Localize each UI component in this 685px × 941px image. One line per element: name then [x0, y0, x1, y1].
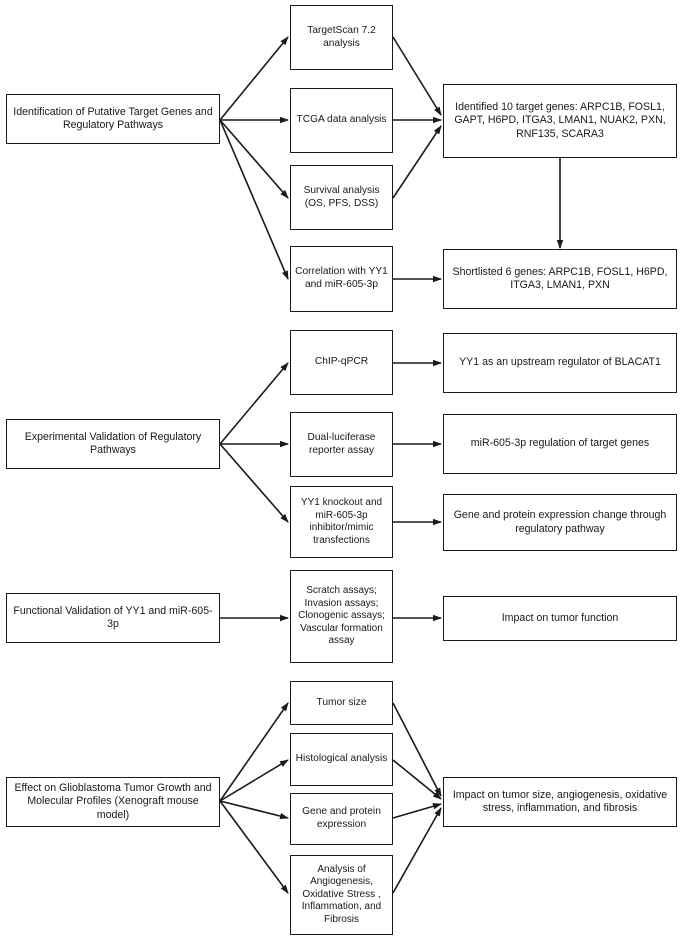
node-impact-tumor-profiles[interactable]: Impact on tumor size, angiogenesis, oxid…	[443, 777, 677, 827]
node-impact-tumor-function[interactable]: Impact on tumor function	[443, 596, 677, 641]
node-mir-regulation-label: miR-605-3p regulation of target genes	[470, 437, 650, 450]
node-impact-tumor-profiles-label: Impact on tumor size, angiogenesis, oxid…	[452, 788, 668, 814]
node-stage4-glioblastoma-effect[interactable]: Effect on Glioblastoma Tumor Growth and …	[6, 777, 220, 827]
node-stage2-experimental-validation[interactable]: Experimental Validation of Regulatory Pa…	[6, 419, 220, 469]
node-survival-label: Survival analysis (OS, PFS, DSS)	[303, 184, 380, 209]
node-yy1-upstream-label: YY1 as an upstream regulator of BLACAT1	[459, 356, 661, 369]
node-histological-analysis[interactable]: Histological analysis	[290, 733, 393, 786]
node-tcga-label: TCGA data analysis	[296, 114, 387, 126]
node-functional-assays[interactable]: Scratch assays; Invasion assays; Clonoge…	[290, 570, 393, 663]
node-chip-qpcr[interactable]: ChIP-qPCR	[290, 330, 393, 395]
node-expression-change[interactable]: Gene and protein expression change throu…	[443, 494, 677, 551]
node-identified-10-genes[interactable]: Identified 10 target genes: ARPC1B, FOSL…	[443, 84, 677, 158]
node-gene-protein-expression[interactable]: Gene and protein expression	[290, 793, 393, 845]
node-survival-analysis[interactable]: Survival analysis (OS, PFS, DSS)	[290, 165, 393, 230]
node-shortlisted-6-genes[interactable]: Shortlisted 6 genes: ARPC1B, FOSL1, H6PD…	[443, 249, 677, 309]
node-tcga-analysis[interactable]: TCGA data analysis	[290, 88, 393, 153]
node-angiogenesis-analysis[interactable]: Analysis of Angiogenesis, Oxidative Stre…	[290, 855, 393, 935]
node-expression-change-label: Gene and protein expression change throu…	[453, 509, 667, 535]
node-stage1-identification[interactable]: Identification of Putative Target Genes …	[6, 94, 220, 144]
node-stage1-label: Identification of Putative Target Genes …	[13, 105, 213, 131]
node-dual-luciferase-label: Dual-luciferase reporter assay	[307, 431, 376, 456]
node-tumor-size[interactable]: Tumor size	[290, 681, 393, 725]
node-yy1-knockout-label: YY1 knockout and miR-605-3p inhibitor/mi…	[300, 497, 383, 546]
node-chip-qpcr-label: ChIP-qPCR	[314, 356, 369, 368]
node-functional-assays-label: Scratch assays; Invasion assays; Clonoge…	[298, 585, 385, 647]
node-histological-label: Histological analysis	[295, 753, 388, 765]
node-mir-605-3p-regulation[interactable]: miR-605-3p regulation of target genes	[443, 414, 677, 474]
node-identified-10-label: Identified 10 target genes: ARPC1B, FOSL…	[454, 101, 666, 140]
node-yy1-upstream-regulator[interactable]: YY1 as an upstream regulator of BLACAT1	[443, 333, 677, 393]
node-stage2-label: Experimental Validation of Regulatory Pa…	[24, 430, 202, 456]
node-correlation-yy1-mir[interactable]: Correlation with YY1 and miR-605-3p	[290, 246, 393, 312]
node-angiogenesis-label: Analysis of Angiogenesis, Oxidative Stre…	[301, 863, 382, 925]
node-stage3-label: Functional Validation of YY1 and miR-605…	[13, 604, 213, 630]
node-impact-tumor-function-label: Impact on tumor function	[501, 611, 619, 624]
node-stage3-functional-validation[interactable]: Functional Validation of YY1 and miR-605…	[6, 593, 220, 643]
node-targetscan-analysis[interactable]: TargetScan 7.2 analysis	[290, 5, 393, 70]
node-dual-luciferase-assay[interactable]: Dual-luciferase reporter assay	[290, 412, 393, 477]
node-shortlisted-6-label: Shortlisted 6 genes: ARPC1B, FOSL1, H6PD…	[452, 265, 668, 291]
node-targetscan-label: TargetScan 7.2 analysis	[307, 24, 376, 49]
node-yy1-knockout-transfections[interactable]: YY1 knockout and miR-605-3p inhibitor/mi…	[290, 486, 393, 558]
node-correlation-label: Correlation with YY1 and miR-605-3p	[295, 266, 388, 290]
node-stage4-label: Effect on Glioblastoma Tumor Growth and …	[14, 782, 212, 821]
node-gene-protein-label: Gene and protein expression	[302, 806, 381, 830]
node-tumor-size-label: Tumor size	[316, 696, 367, 708]
